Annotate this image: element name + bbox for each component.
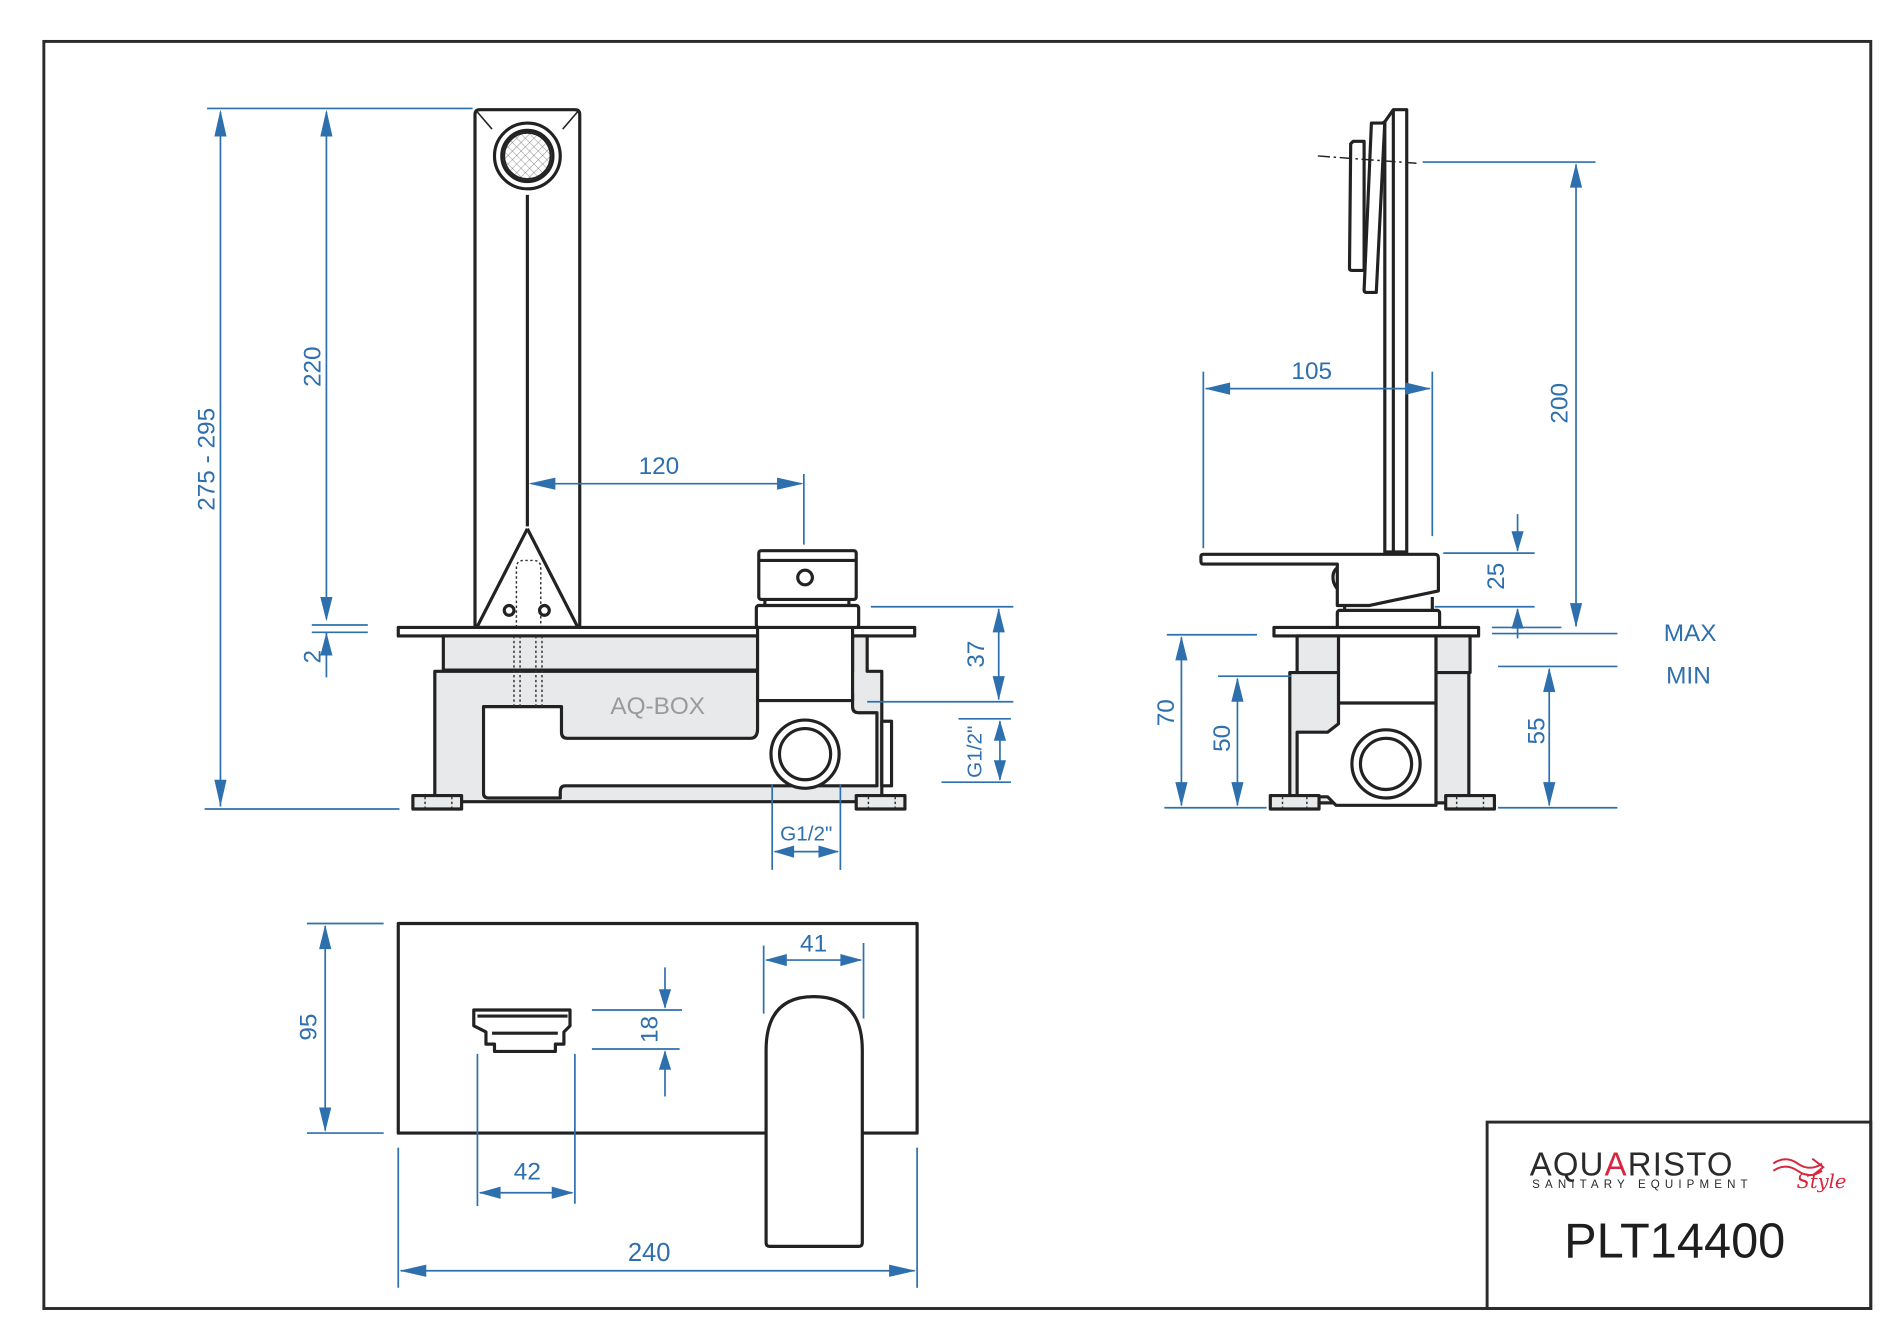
foot-bolts-hidden (424, 796, 896, 808)
foot-side-bolts-hidden (1281, 796, 1485, 808)
dim-handle-reach: 105 (1291, 358, 1332, 385)
dim-box-depth-total: 70 (1153, 699, 1180, 726)
plan-view: 95 18 41 42 240 (296, 921, 919, 1288)
inlet-side-outer (1350, 728, 1422, 800)
drawing-border (42, 39, 1873, 1310)
dim-outlet-height: 200 (1547, 383, 1574, 424)
brand-accent: A (1605, 1146, 1628, 1183)
max-label: MAX (1664, 620, 1717, 647)
outlet-plan (472, 1008, 572, 1054)
front-view: AQ-BOX 275 - 295 220 2 (193, 107, 1014, 870)
handle-hole (796, 568, 814, 587)
dim-plate-width: 240 (628, 1239, 671, 1267)
dim-inlet-vertical: G1/2" (964, 726, 987, 778)
dim-spout-to-handle: 120 (639, 453, 680, 480)
min-label: MIN (1666, 662, 1711, 689)
dim-wall-depth: 55 (1523, 717, 1550, 744)
dim-arrows-37 (992, 607, 1005, 701)
outlet-centerline (1317, 155, 1417, 164)
aerator-ring (500, 128, 555, 184)
dim-arrows-95 (319, 924, 332, 1132)
lever-neck-side (1343, 596, 1434, 611)
aerator-mesh-icon (503, 131, 552, 181)
handle-cap (757, 549, 858, 602)
brand-wave-icon (1772, 1157, 1825, 1177)
brand-logo: AQUARISTO (1530, 1146, 1734, 1183)
inner-pipe-hidden (513, 635, 543, 707)
spout-pipe-hidden (515, 559, 542, 628)
foot-left (411, 793, 464, 811)
brand-prefix: AQU (1530, 1146, 1605, 1183)
aerator-side (1362, 120, 1387, 294)
title-block: AQUARISTO SANITARY EQUIPMENT Style PLT14… (1485, 1120, 1873, 1310)
dim-box-depth-inner: 50 (1209, 725, 1236, 752)
dim-handle-to-inlet: 37 (963, 641, 990, 668)
foot-right (854, 793, 907, 811)
dim-arrows-g-vert (993, 720, 1007, 781)
lever-plan (764, 995, 864, 1248)
spout-side-profile (1383, 108, 1409, 554)
dim-handle-width: 41 (800, 931, 827, 958)
spout-bracket (476, 528, 579, 627)
brand-script: Style (1796, 1170, 1846, 1193)
dim-arrows-25 (1511, 531, 1524, 629)
product-code: PLT14400 (1564, 1214, 1785, 1268)
brand-suffix: RISTO (1628, 1146, 1734, 1183)
handle-collar (754, 603, 861, 630)
screw-right (537, 603, 551, 617)
dim-inlet-horizontal: G1/2" (780, 823, 832, 846)
dim-spout-height: 220 (299, 346, 326, 387)
aq-box-upper (441, 634, 760, 672)
dim-outlet-depth: 18 (637, 1016, 664, 1043)
aq-box-label: AQ-BOX (610, 693, 705, 720)
inlet-outer (769, 718, 841, 790)
box-side-upper-right (1434, 634, 1472, 675)
title-block-frame (1485, 1120, 1873, 1310)
brand-tagline: SANITARY EQUIPMENT (1532, 1179, 1753, 1191)
dim-arrows-41 (764, 953, 863, 967)
box-side-upper-left (1295, 634, 1341, 675)
spout-chamfer (476, 111, 578, 130)
screw-left (502, 603, 516, 617)
dim-plate-thickness: 2 (299, 650, 326, 664)
dim-arrows-42 (478, 1186, 574, 1199)
dim-plate-height: 95 (296, 1014, 323, 1041)
lever-pin (1331, 566, 1339, 591)
dim-arrows-g-horiz (773, 845, 840, 858)
aq-box-handle-housing (755, 625, 855, 703)
lever-side (1199, 552, 1440, 608)
handle-neck (763, 599, 851, 606)
inlet-inner (777, 726, 833, 782)
dim-arrows-105 (1204, 382, 1432, 395)
dim-total-height: 275 - 295 (193, 408, 220, 511)
dim-handle-height: 25 (1483, 563, 1510, 590)
dim-arrows-18 (658, 989, 672, 1070)
foot-side-left (1268, 793, 1321, 811)
aerator-side-inner (1347, 139, 1366, 273)
dim-outlet-width: 42 (514, 1158, 541, 1185)
inlet-side-inner (1358, 736, 1414, 792)
foot-side-right (1444, 793, 1497, 811)
side-view: 105 200 25 MAX MIN 55 70 50 (1153, 108, 1717, 811)
dim-arrow-plate (320, 632, 333, 656)
side-outlet (880, 719, 894, 788)
